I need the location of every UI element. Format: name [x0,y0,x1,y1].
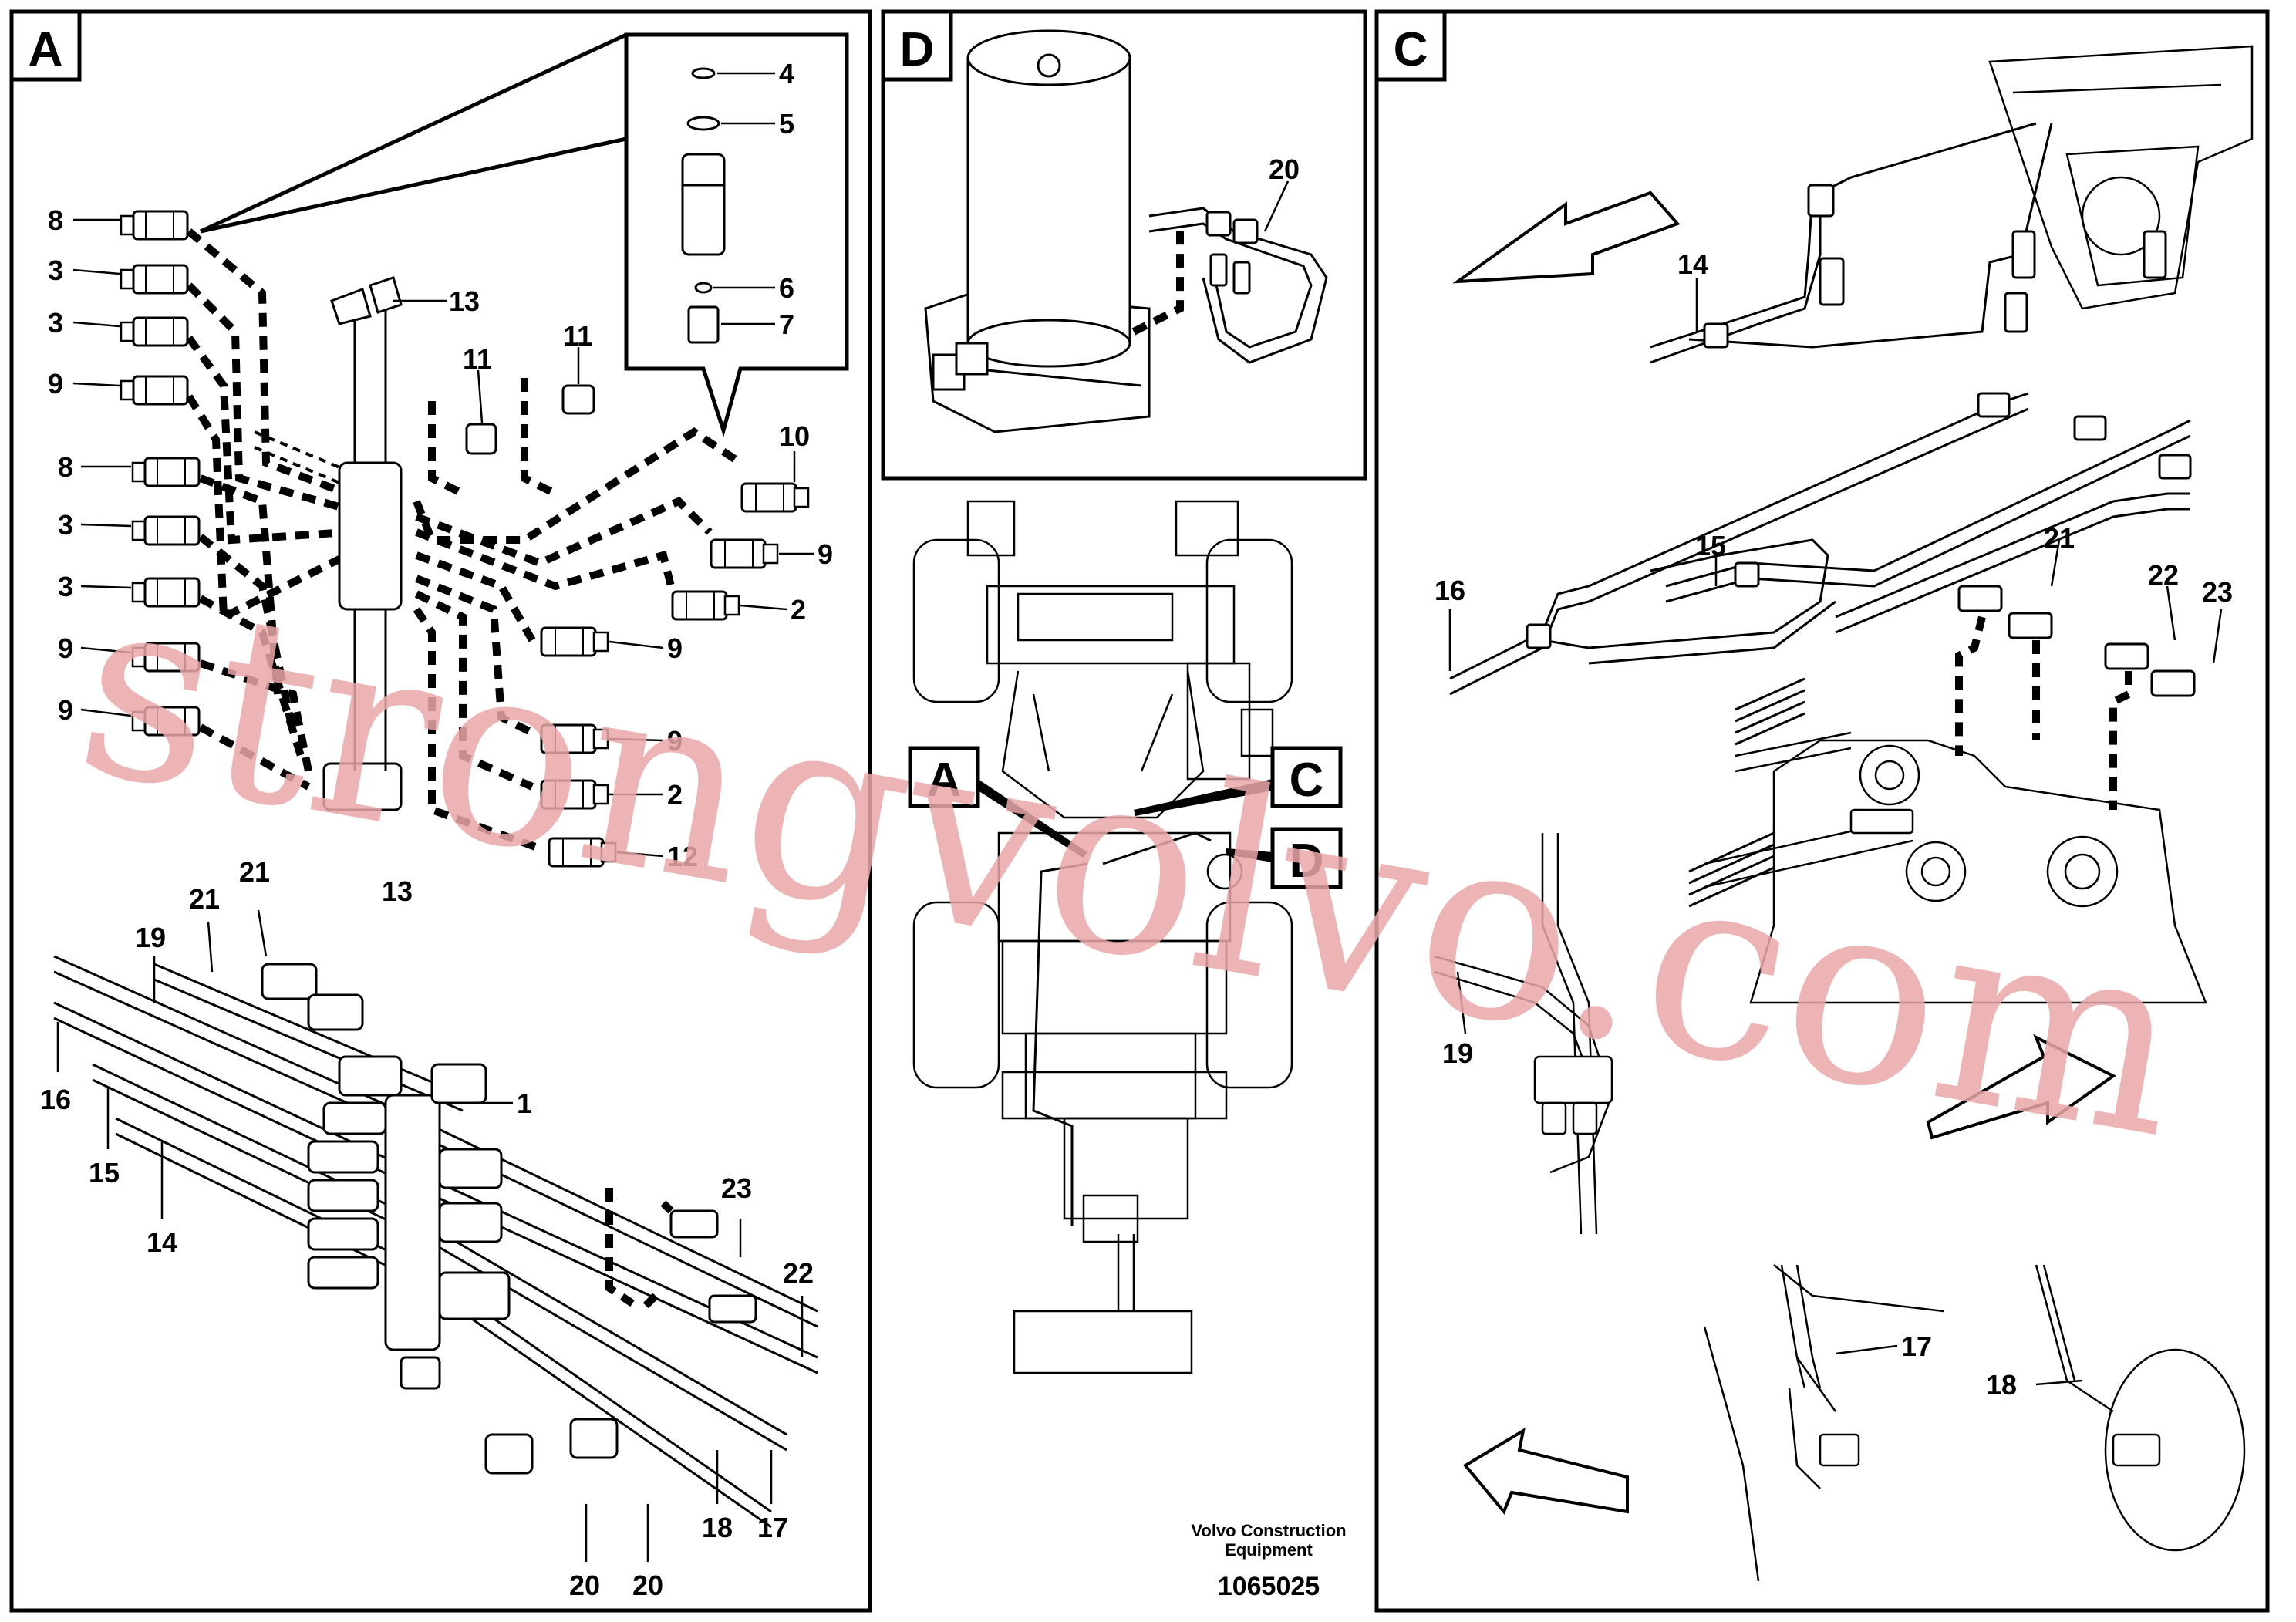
company-line2: Equipment [1225,1540,1313,1560]
label-16: 16 [1435,575,1465,606]
overview-tag-d: D [1290,835,1324,888]
company-line1: Volvo Construction [1191,1521,1346,1540]
label-11: 11 [463,343,492,375]
label-9: 9 [667,725,683,757]
label-18: 18 [702,1512,733,1543]
label-2: 2 [667,779,683,811]
lube-pump-drawing [924,29,1151,433]
panel-c-tag: C [1394,23,1428,76]
panel-a: A [9,9,872,1613]
label-11: 11 [563,320,592,352]
label-9: 9 [818,538,833,570]
label-21: 21 [2044,522,2075,554]
panel-c: C [1374,9,2270,1613]
label-8: 8 [48,204,63,236]
label-8: 8 [58,451,73,483]
label-14: 14 [147,1226,177,1258]
label-13: 13 [449,285,480,317]
label-13: 13 [382,875,413,907]
label-23: 23 [2202,576,2233,608]
panel-d: D 20 [881,9,1367,481]
label-15: 15 [1695,530,1726,561]
machine-overview: A C D Volvo Construction Equipment 10650… [908,500,1347,1601]
label-7: 7 [779,309,794,340]
label-15: 15 [89,1157,120,1189]
label-5: 5 [779,108,794,140]
label-9: 9 [58,632,73,664]
label-20: 20 [569,1570,600,1601]
label-3: 3 [58,571,73,602]
label-3: 3 [48,307,63,339]
label-23: 23 [721,1172,752,1204]
label-6: 6 [779,272,794,304]
label-2: 2 [791,594,806,626]
label-22: 22 [2148,559,2179,591]
panel-a-tag: A [29,23,63,76]
label-20: 20 [632,1570,663,1601]
label-18: 18 [1986,1369,2017,1401]
overview-tag-c: C [1290,754,1324,807]
label-17: 17 [757,1512,788,1543]
label-22: 22 [783,1257,814,1289]
document-number: 1065025 [1218,1572,1320,1601]
label-9: 9 [667,632,683,664]
label-12: 12 [667,841,698,872]
label-19: 19 [135,922,166,953]
label-21: 21 [189,883,220,915]
label-3: 3 [48,255,63,286]
panel-d-tag: D [900,23,935,76]
label-17: 17 [1901,1330,1932,1362]
label-10: 10 [779,420,810,452]
label-9: 9 [48,368,63,400]
label-16: 16 [40,1084,71,1115]
label-1: 1 [517,1088,532,1119]
label-9: 9 [58,694,73,726]
label-4: 4 [779,58,794,89]
label-14: 14 [1677,248,1708,280]
label-21: 21 [239,856,270,888]
label-20: 20 [1269,153,1300,185]
label-19: 19 [1442,1037,1473,1069]
overview-tag-a: A [927,754,962,807]
label-3: 3 [58,509,73,541]
